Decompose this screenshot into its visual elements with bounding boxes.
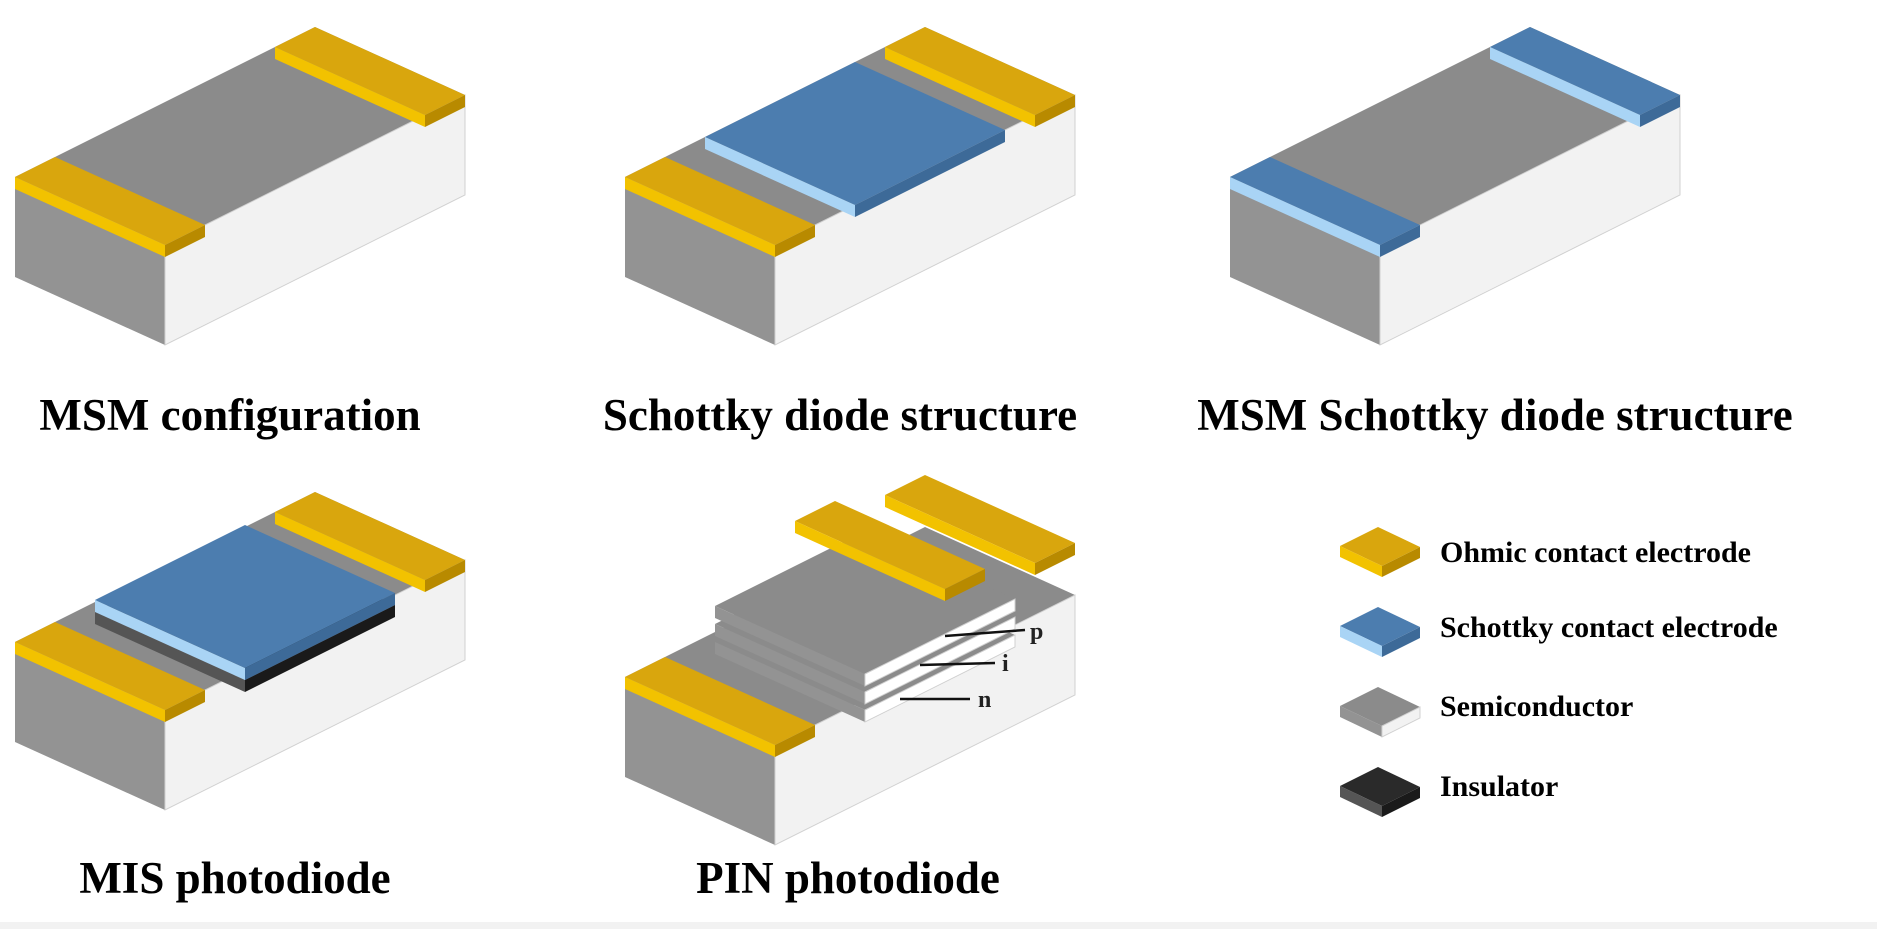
ohmic-contact-electrode xyxy=(795,501,985,601)
pin-layer-leaders: p i n xyxy=(900,619,1043,713)
i-layer-label: i xyxy=(1002,651,1009,677)
p-layer-label: p xyxy=(1030,619,1043,645)
legend-item-ohmic: Ohmic contact electrode xyxy=(1340,527,1751,577)
pin-photodiode-caption: PIN photodiode xyxy=(696,853,1000,903)
legend-item-semiconductor: Semiconductor xyxy=(1340,687,1633,738)
n-layer-label: n xyxy=(978,687,991,713)
legend-label-semiconductor: Semiconductor xyxy=(1440,690,1633,723)
legend-item-schottky: Schottky contact electrode xyxy=(1340,607,1778,657)
msm-schottky-diode-structure xyxy=(1230,27,1681,346)
ohmic-contact-electrode xyxy=(275,27,465,127)
legend-label-insulator: Insulator xyxy=(1440,770,1558,803)
schottky-contact-electrode xyxy=(705,62,1005,217)
schottky-contact-swatch-icon xyxy=(1340,607,1420,657)
ohmic-contact-electrode xyxy=(885,27,1075,127)
ohmic-contact-electrode xyxy=(275,492,465,592)
msm-configuration-structure xyxy=(15,27,466,346)
p-layer-leader xyxy=(944,628,1026,638)
bottom-border-strip xyxy=(0,922,1877,929)
semiconductor-swatch-icon xyxy=(1340,687,1421,738)
schottky-diode-caption: Schottky diode structure xyxy=(603,390,1077,440)
legend-item-insulator: Insulator xyxy=(1340,767,1558,817)
ohmic-contact-electrode xyxy=(625,657,815,757)
ohmic-contact-electrode xyxy=(15,622,205,722)
legend-label-ohmic: Ohmic contact electrode xyxy=(1440,536,1751,569)
msm-configuration-caption: MSM configuration xyxy=(39,390,420,440)
insulator-swatch-icon xyxy=(1340,767,1420,817)
i-layer-leader xyxy=(919,661,996,667)
schottky-contact-electrode xyxy=(1490,27,1680,127)
legend: Ohmic contact electrode Schottky contact… xyxy=(1340,527,1778,817)
msm-schottky-diode-caption: MSM Schottky diode structure xyxy=(1197,390,1792,440)
ohmic-contact-electrode xyxy=(625,157,815,257)
ohmic-contact-swatch-icon xyxy=(1340,527,1420,577)
mis-photodiode-structure xyxy=(15,492,466,811)
schottky-contact-electrode xyxy=(1230,157,1420,257)
ohmic-contact-electrode xyxy=(885,475,1075,575)
ohmic-contact-electrode xyxy=(15,157,205,257)
schottky-diode-structure xyxy=(625,27,1076,346)
legend-label-schottky: Schottky contact electrode xyxy=(1440,611,1778,644)
pin-photodiode-structure: p i n xyxy=(625,475,1076,846)
schottky-contact-electrode xyxy=(95,525,395,680)
mis-photodiode-caption: MIS photodiode xyxy=(79,853,390,903)
